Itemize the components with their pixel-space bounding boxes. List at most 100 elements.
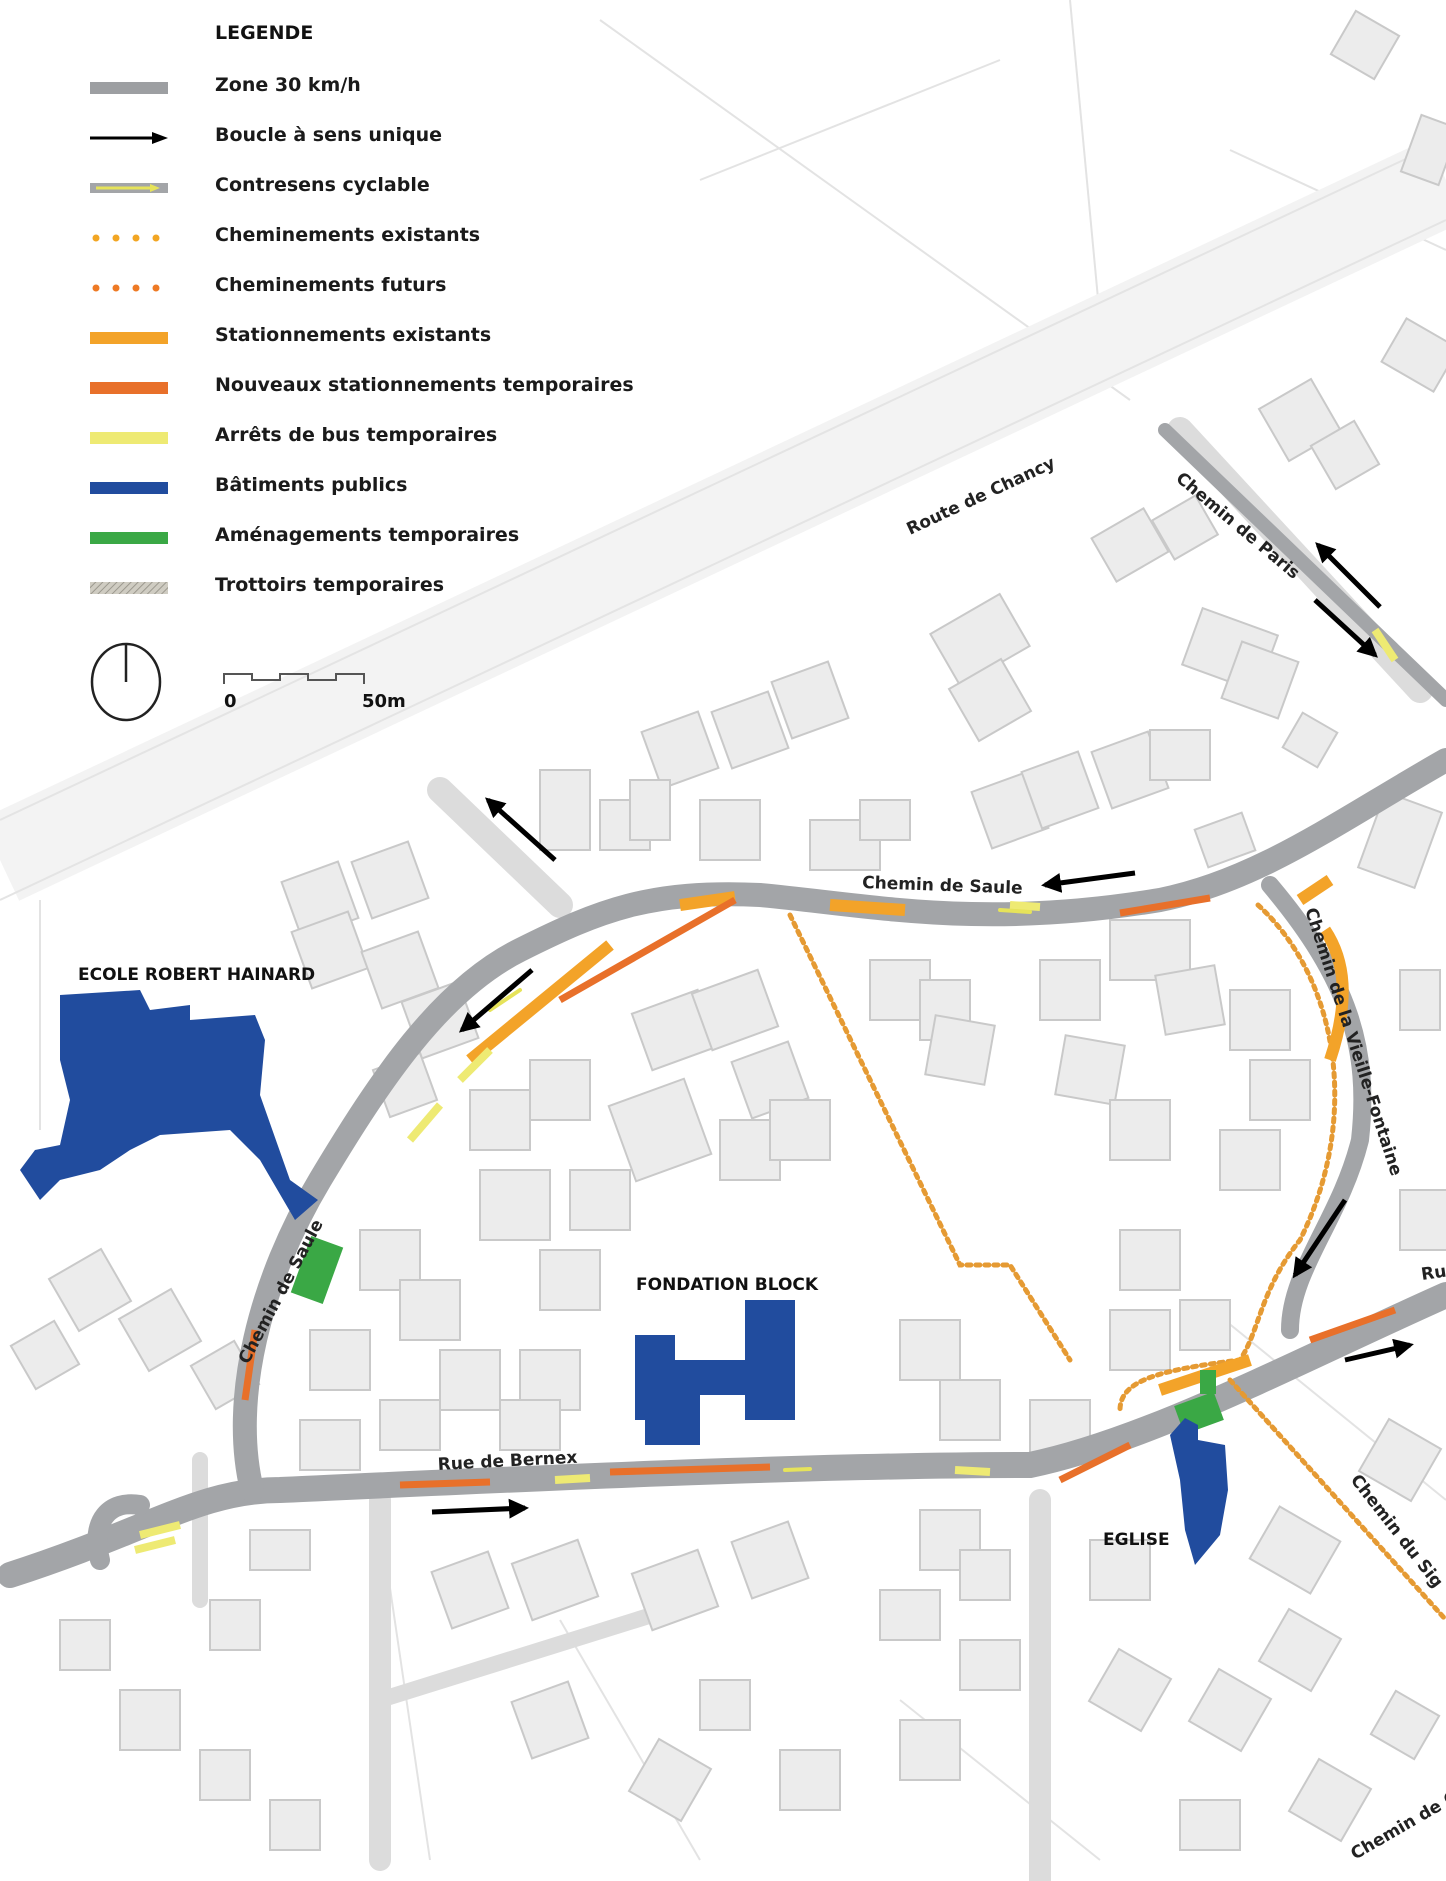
- building: [690, 968, 780, 1052]
- building: [1090, 506, 1170, 584]
- building: [919, 1509, 981, 1571]
- legend-item-label: Cheminements futurs: [215, 274, 447, 296]
- buildings-layer: [9, 9, 1446, 1851]
- legend-item: Stationnements existants: [90, 324, 650, 354]
- building: [290, 910, 370, 990]
- label-ecole: ECOLE ROBERT HAINARD: [78, 965, 315, 985]
- building: [1109, 1309, 1171, 1371]
- building: [1399, 113, 1446, 187]
- one-way-arrow: [1041, 870, 1136, 893]
- building: [1329, 9, 1401, 81]
- label-eglise: EGLISE: [1103, 1530, 1170, 1550]
- north-arrow-icon: [90, 642, 162, 722]
- legend-item: Zone 30 km/h: [90, 74, 650, 104]
- one-way-arrows: [431, 542, 1414, 1519]
- legend-item: Nouveaux stationnements temporaires: [90, 374, 650, 404]
- legend-symbol-arrow: [90, 132, 168, 144]
- building: [430, 1550, 510, 1630]
- legend-symbol-bar: [90, 482, 168, 494]
- building: [1287, 1757, 1373, 1843]
- building: [249, 1529, 311, 1571]
- building: [1179, 1799, 1241, 1851]
- building: [1399, 969, 1441, 1031]
- building: [1020, 750, 1100, 830]
- building: [959, 1639, 1021, 1691]
- building: [1109, 1099, 1171, 1161]
- building: [47, 1247, 133, 1333]
- building: [1369, 1689, 1441, 1761]
- one-way-arrow: [431, 1498, 529, 1519]
- building: [630, 1548, 720, 1632]
- building: [119, 1689, 181, 1751]
- place-labels: ECOLE ROBERT HAINARD FONDATION BLOCK EGL…: [78, 965, 1170, 1550]
- building: [269, 1799, 321, 1851]
- building: [1220, 640, 1300, 720]
- contresens-cyclable: [488, 908, 1032, 1472]
- batiments-publics: [20, 990, 1228, 1565]
- building: [710, 690, 790, 770]
- legend-item-label: Cheminements existants: [215, 224, 481, 246]
- cheminements-existants: [787, 902, 1446, 1623]
- building: [1089, 1539, 1151, 1601]
- legend-symbol-bar: [90, 332, 168, 344]
- legend-symbol-bar: [90, 382, 168, 394]
- building: [469, 1089, 531, 1151]
- building: [899, 1719, 961, 1781]
- legend-item-label: Arrêts de bus temporaires: [215, 424, 498, 446]
- building: [770, 660, 850, 740]
- legend-item-label: Bâtiments publics: [215, 474, 408, 496]
- legend-symbol-contresens: [90, 183, 168, 193]
- building: [779, 1749, 841, 1811]
- building: [1229, 989, 1291, 1051]
- building: [1357, 1417, 1443, 1503]
- one-way-arrow: [485, 797, 557, 862]
- building: [539, 1249, 601, 1311]
- building: [569, 1169, 631, 1231]
- building: [1054, 1034, 1126, 1106]
- one-way-arrow: [1344, 1338, 1414, 1363]
- nouveaux-stationnements: [241, 894, 1397, 1489]
- building: [510, 1680, 590, 1760]
- legend-item: Aménagements temporaires: [90, 524, 650, 554]
- legend-item-label: Aménagements temporaires: [215, 524, 520, 546]
- building: [730, 1520, 810, 1600]
- legend-symbol-hatch: [90, 582, 168, 594]
- building: [9, 1319, 81, 1391]
- building: [499, 1399, 561, 1451]
- ecole-building: [20, 990, 318, 1220]
- building: [199, 1749, 251, 1801]
- legend-item: Contresens cyclable: [90, 174, 650, 204]
- building: [640, 710, 720, 790]
- building: [209, 1599, 261, 1651]
- legend-item: Arrêts de bus temporaires: [90, 424, 650, 454]
- building: [379, 1399, 441, 1451]
- building: [1249, 1059, 1311, 1121]
- arrets-de-bus: [134, 627, 1399, 1554]
- building: [539, 769, 591, 851]
- building: [699, 1679, 751, 1731]
- building: [350, 840, 430, 920]
- one-way-arrow: [1315, 542, 1382, 609]
- building: [899, 1319, 961, 1381]
- building: [479, 1169, 551, 1241]
- legend-item-label: Trottoirs temporaires: [215, 574, 445, 596]
- building: [1119, 1229, 1181, 1291]
- one-way-arrow: [1292, 1198, 1348, 1279]
- building: [1179, 1299, 1231, 1351]
- building: [1109, 919, 1191, 981]
- building: [859, 799, 911, 841]
- eglise-building: [1170, 1418, 1228, 1565]
- scale-bar: [223, 673, 365, 684]
- building: [769, 1099, 831, 1161]
- building: [879, 1589, 941, 1641]
- building: [924, 1014, 996, 1086]
- legend-symbol-zone30: [90, 82, 168, 94]
- building: [510, 1538, 600, 1622]
- legend-symbol-dots: [92, 234, 160, 242]
- building: [947, 657, 1033, 743]
- building: [399, 1279, 461, 1341]
- legend-item-label: Boucle à sens unique: [215, 124, 442, 146]
- legend-item: Bâtiments publics: [90, 474, 650, 504]
- scale-end: 50m: [362, 691, 406, 712]
